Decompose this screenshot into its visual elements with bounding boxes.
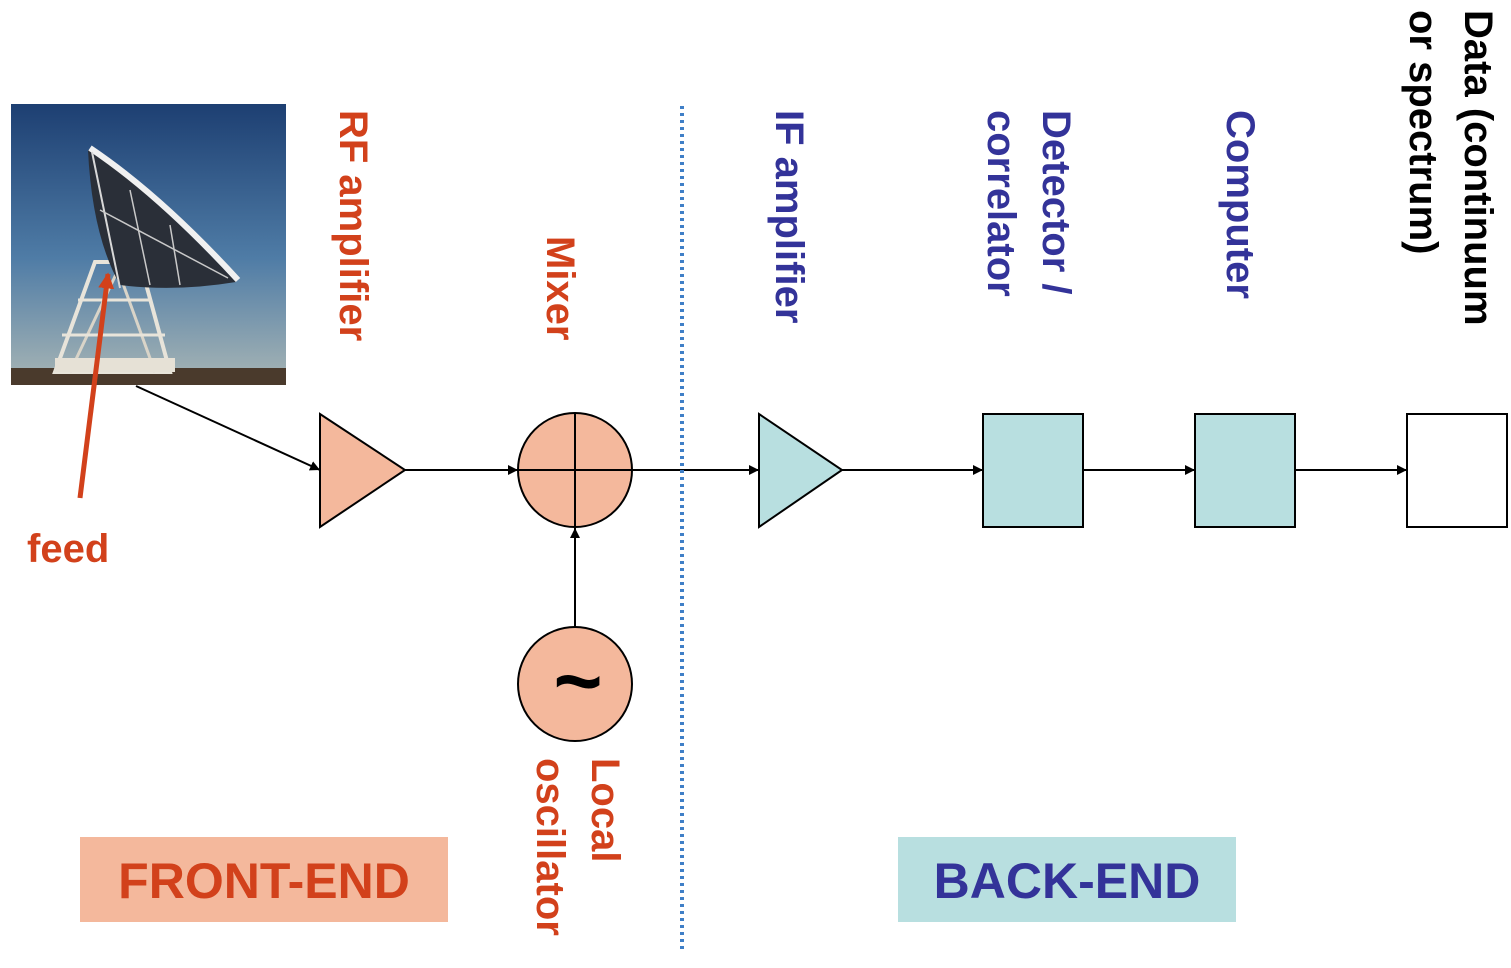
- oscillator-tilde: ~: [553, 634, 602, 728]
- front-end-banner: [80, 837, 448, 922]
- data-label-line2: or spectrum): [1401, 10, 1445, 255]
- computer-label: Computer: [1218, 110, 1262, 299]
- rf-amplifier-label: RF amplifier: [331, 110, 375, 341]
- if-amplifier-symbol: [758, 412, 844, 529]
- if-amplifier-label: IF amplifier: [767, 110, 811, 323]
- back-end-label: BACK-END: [934, 853, 1201, 909]
- local-oscillator-label-line2: oscillator: [528, 758, 572, 936]
- rf-amplifier-symbol: [319, 412, 407, 529]
- feed-pointer-arrow: [77, 272, 115, 499]
- detector-label-line1: Detector /: [1034, 110, 1078, 295]
- local-oscillator-symbol: [517, 626, 633, 742]
- telescope-to-rf-line: [135, 385, 321, 471]
- computer-box: [1194, 413, 1296, 528]
- mixer-label: Mixer: [538, 236, 582, 341]
- local-oscillator-label-line1: Local: [583, 758, 627, 862]
- data-label-line1: Data (continuum: [1456, 10, 1500, 326]
- front-end-label: FRONT-END: [118, 853, 410, 909]
- detector-label-line2: correlator: [979, 110, 1023, 297]
- data-box: [1406, 413, 1508, 528]
- telescope-image: [11, 104, 286, 385]
- back-end-banner: [898, 837, 1236, 922]
- mixer-symbol: [517, 412, 633, 528]
- feed-label: feed: [27, 527, 109, 571]
- detector-box: [982, 413, 1084, 528]
